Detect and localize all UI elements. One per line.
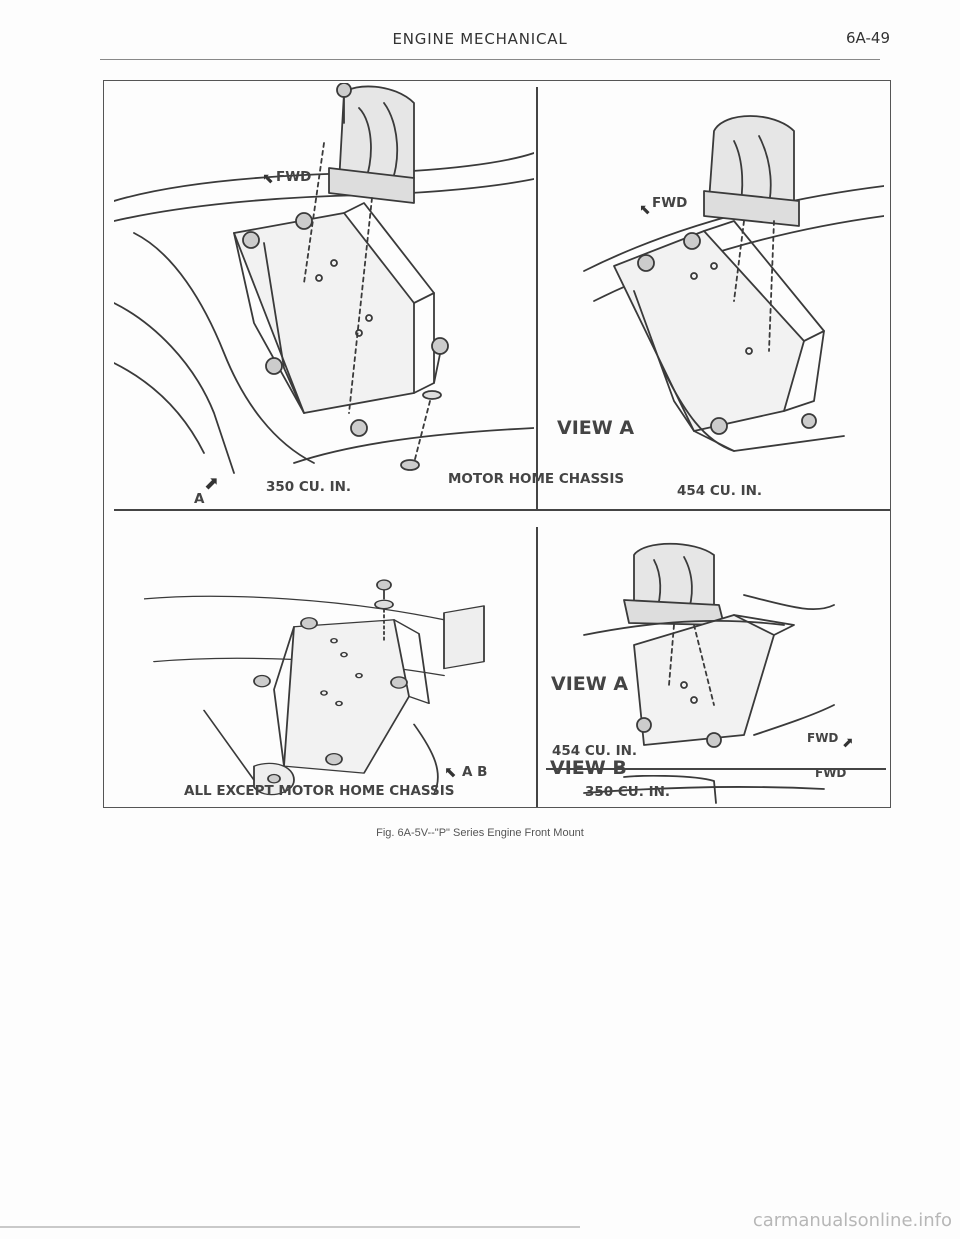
horizontal-divider-right [546,768,886,770]
fwd-arrow-icon: ⬈ [842,734,854,750]
view-markers-label: A B [462,764,488,780]
fwd-label: FWD [815,766,847,780]
fwd-arrow-icon: ⬉ [639,201,651,217]
engine-size-label: 350 CU. IN. [585,784,671,800]
watermark: carmanualsonline.info [752,1210,952,1231]
view-arrow-icon: ⬈ [204,473,220,493]
view-label: VIEW B [550,757,627,779]
chassis-type-label: ALL EXCEPT MOTOR HOME CHASSIS [184,783,455,799]
mount-illustration-view-a-454-top [544,91,884,471]
fwd-label: FWD [276,169,312,185]
view-label: VIEW A [557,417,635,439]
view-marker-label: A [194,491,205,507]
fwd-label: FWD [807,731,839,745]
figure-frame: FWD ⬉ ⬈ A 350 CU. IN. MOTOR HOME CHASSIS [103,80,891,808]
fwd-label: FWD [652,195,688,211]
mount-illustration-view-a-454-bottom [544,535,844,755]
fwd-arrow-icon: ⬉ [262,170,274,186]
mount-illustration-all-except-motorhome [144,571,514,801]
figure-caption: Fig. 6A-5V--"P" Series Engine Front Moun… [376,827,584,839]
horizontal-divider-main [114,509,890,511]
vertical-divider-top [536,87,538,509]
vertical-divider-bottom [536,527,538,807]
mount-illustration-view-b-350 [544,775,844,805]
scan-edge-line [0,1226,580,1228]
header-rule [100,59,880,60]
page-number: 6A-49 [846,29,890,47]
chassis-type-label: MOTOR HOME CHASSIS [448,471,625,487]
engine-size-label: 350 CU. IN. [266,479,352,495]
mount-illustration-motorhome-350 [114,83,534,503]
view-label: VIEW A [551,673,629,695]
engine-size-label: 454 CU. IN. [677,483,763,499]
section-title: ENGINE MECHANICAL [392,30,568,48]
marker-arrow-icon: ⬉ [444,764,457,781]
engine-size-label: 454 CU. IN. [552,743,638,759]
